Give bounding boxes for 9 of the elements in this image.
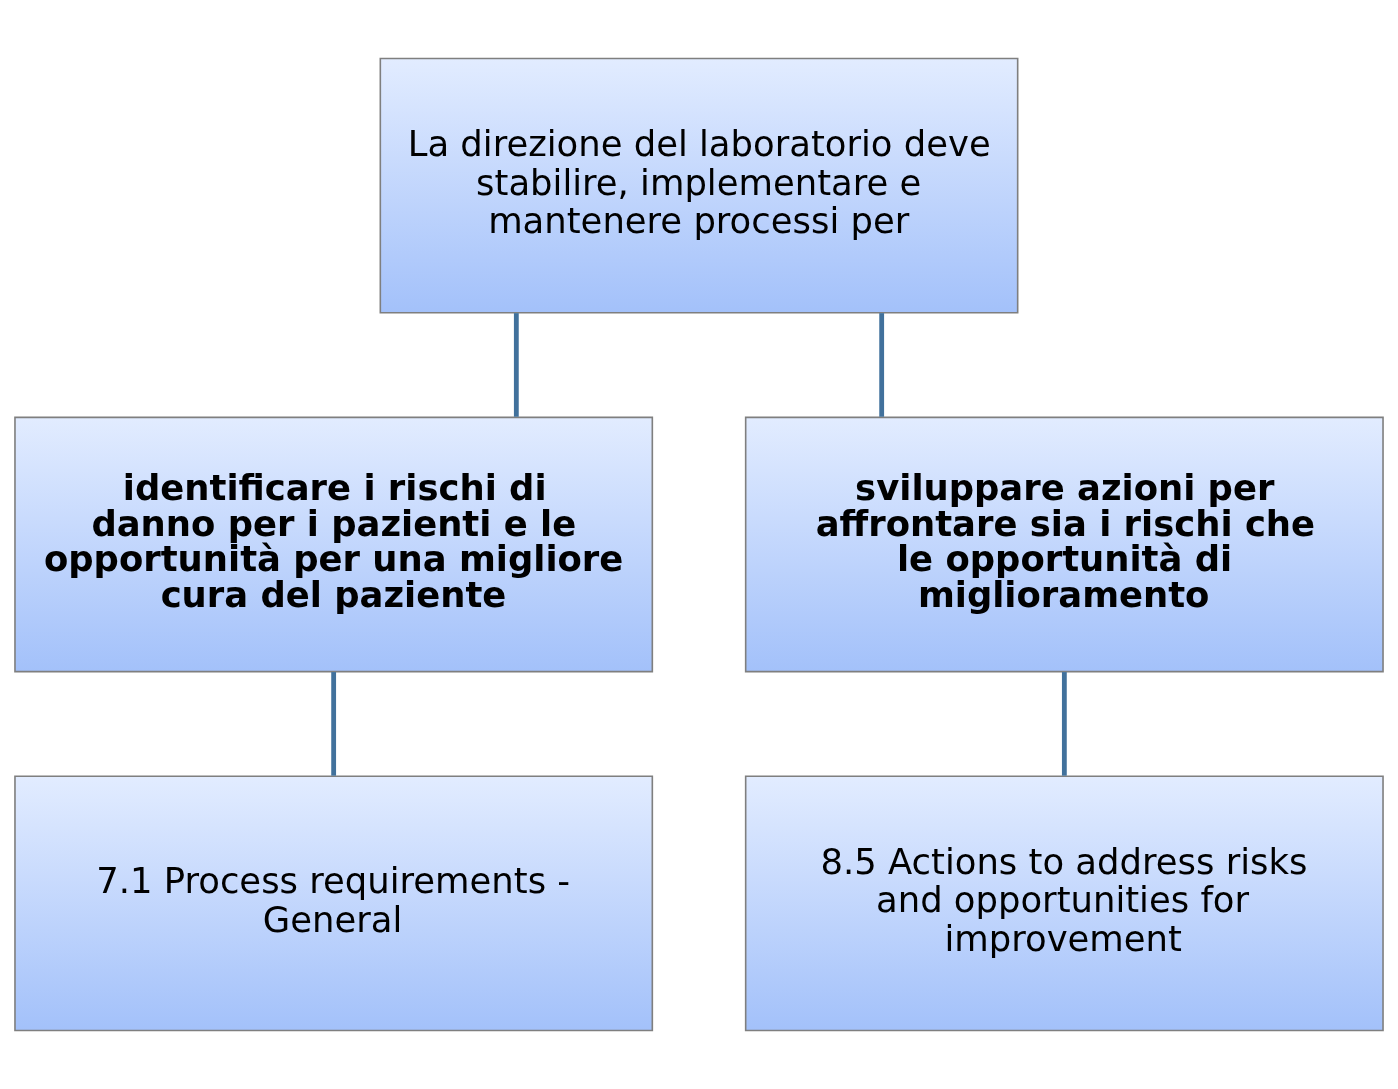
connector [879,313,885,417]
connector [331,672,337,776]
node-box: sviluppare azioni per affrontare sia i rischi che le opportunità di miglioramento [744,416,1384,673]
node-box: La direzione del laboratorio deve stabilire, implementare e mantenere processi per [379,57,1019,314]
connector [513,313,519,417]
connector [1061,672,1067,776]
node-box: identificare i rischi di danno per i pazienti e le opportunità per una migliore cura del paziente [14,416,654,673]
node-box: 8.5 Actions to address risks and opportunities for improvement [744,775,1384,1032]
node-box: 7.1 Process requirements - General [14,775,654,1032]
